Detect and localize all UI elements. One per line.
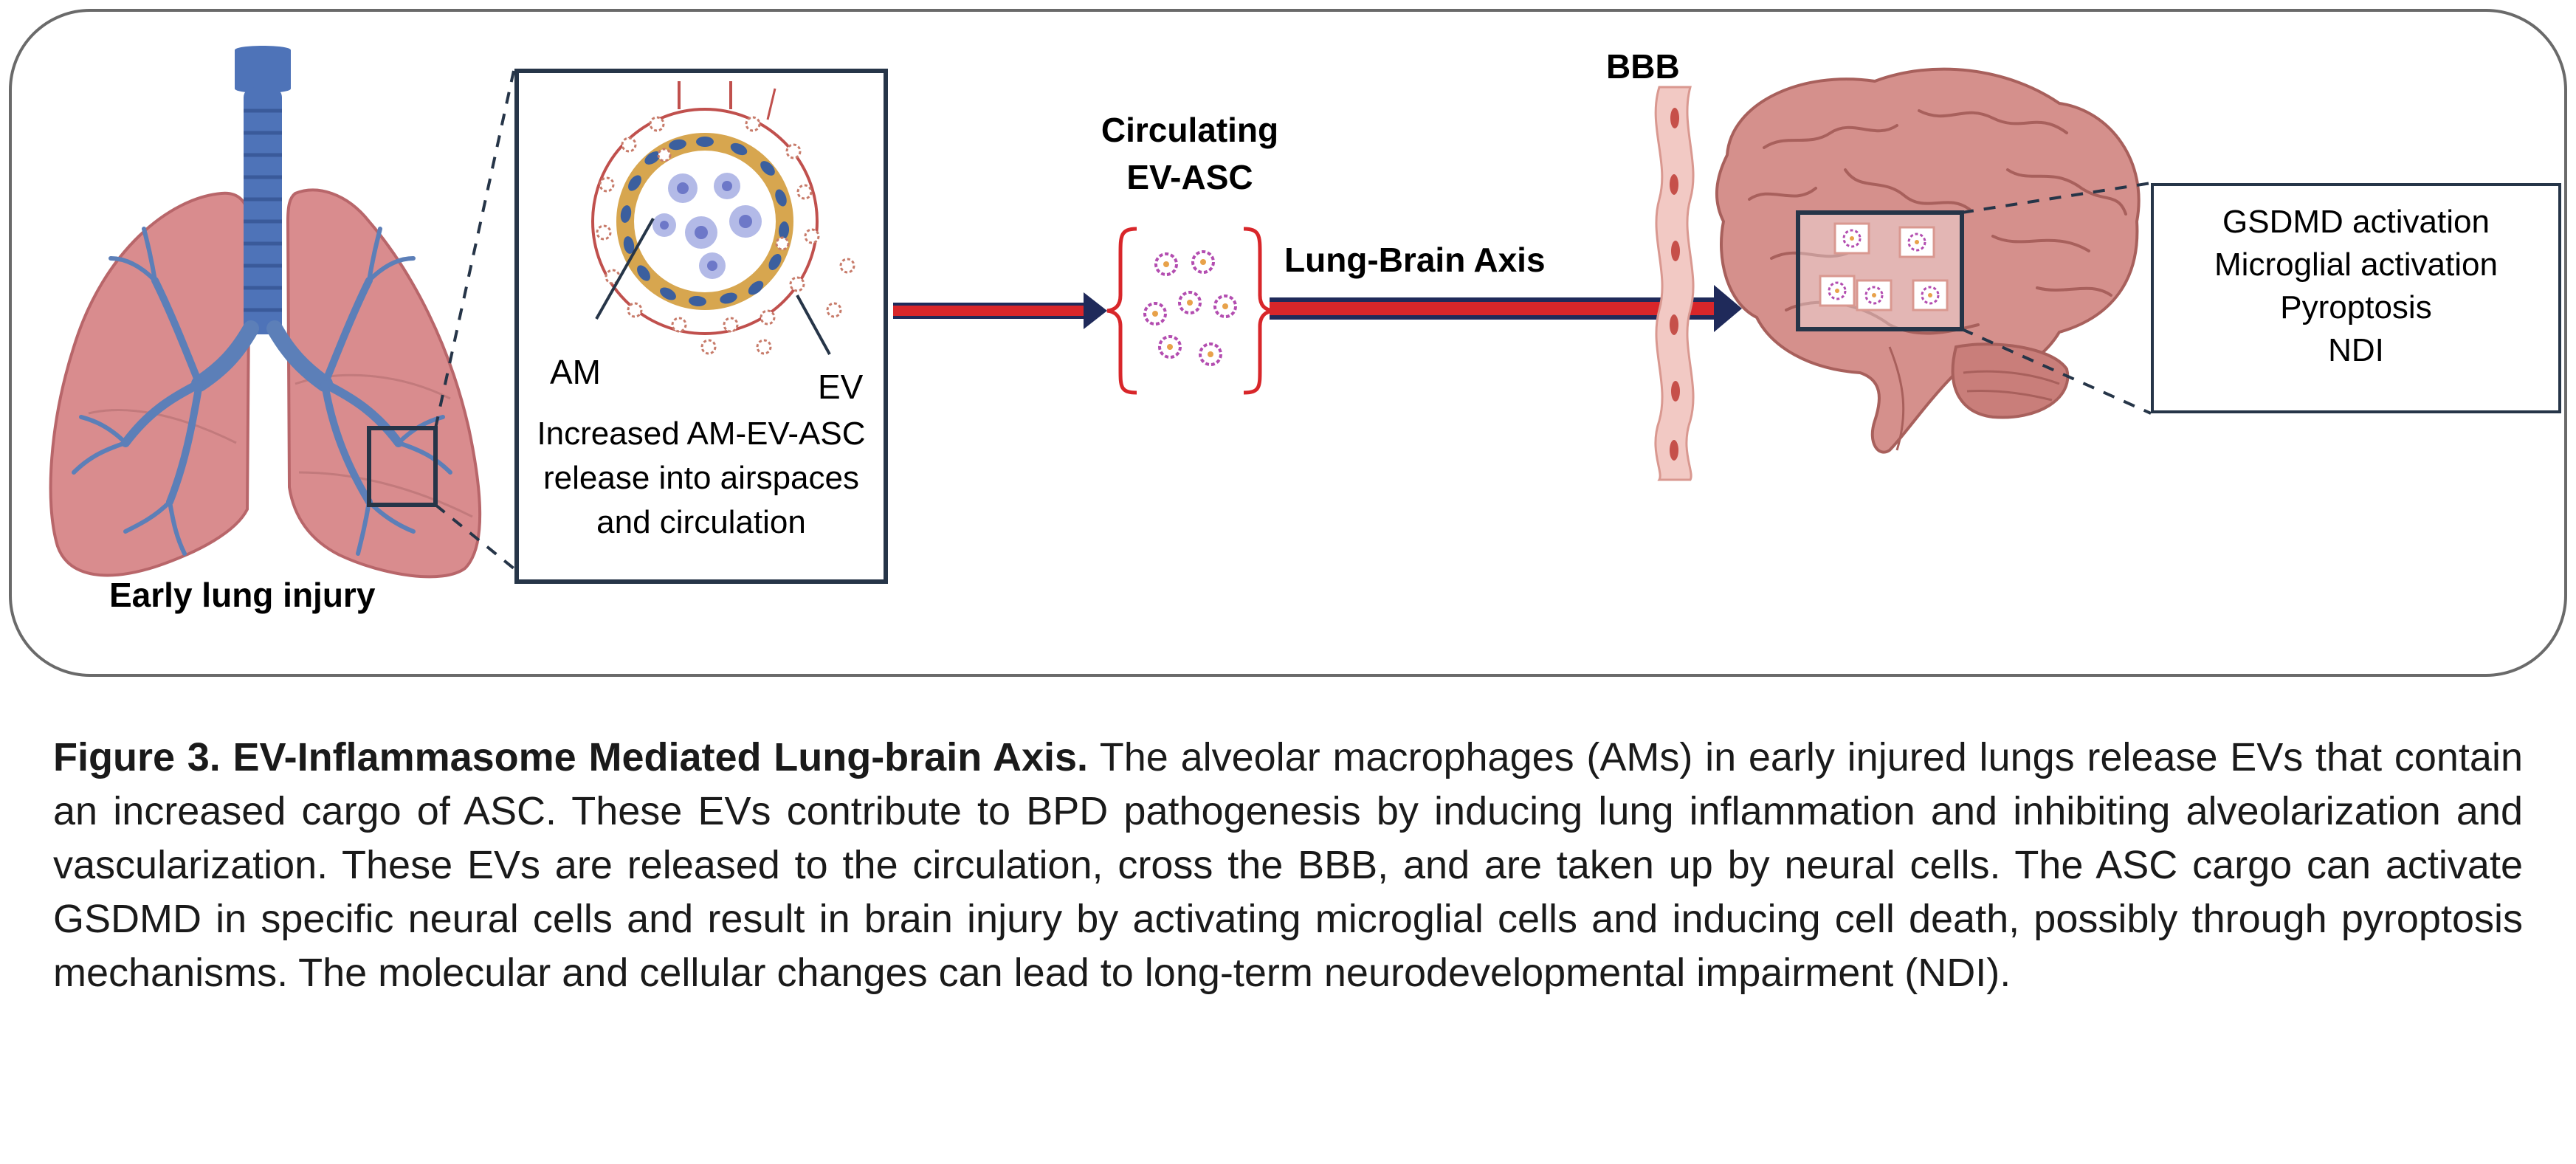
- diagram-canvas: AM EV: [49, 46, 2152, 614]
- outcome-microglial: Microglial activation: [2214, 247, 2498, 283]
- outcomes-box: GSDMD activation Microglial activation P…: [2151, 183, 2561, 413]
- bbb-wall: [1654, 86, 1695, 481]
- bbb-label: BBB: [1606, 47, 1680, 86]
- outcome-ndi: NDI: [2328, 332, 2384, 368]
- early-lung-injury-label: Early lung injury: [109, 576, 376, 614]
- circulating-ev-bracket: [1106, 227, 1274, 395]
- brain-zoom-box: [1796, 182, 2152, 415]
- outcome-pyroptosis: Pyroptosis: [2280, 289, 2432, 326]
- figure-caption: Figure 3. EV-Inflammasome Mediated Lung-…: [53, 731, 2523, 1000]
- alveolus-inset: AM EV: [514, 69, 888, 584]
- lung-brain-axis-arrow: [1270, 285, 1742, 332]
- brain-illustration: [1715, 67, 2141, 454]
- inset-box: [514, 69, 888, 584]
- trachea: [235, 46, 291, 334]
- am-label: AM: [550, 353, 601, 391]
- bronchial-tree: [72, 227, 452, 556]
- ev-label: EV: [818, 368, 864, 406]
- caption-title: Figure 3. EV-Inflammasome Mediated Lung-…: [53, 735, 1089, 779]
- arrow-to-circulation: [893, 292, 1107, 329]
- circulating-label-line1: Circulating: [1101, 111, 1278, 149]
- zoom-line-top: [434, 70, 515, 429]
- lung-brain-axis-label: Lung-Brain Axis: [1284, 241, 1546, 279]
- lungs-illustration: [49, 46, 515, 579]
- zoom-line-bottom: [434, 503, 515, 570]
- inset-description: Increased AM-EV-ASC release into airspac…: [537, 416, 866, 540]
- circulating-label-line2: EV-ASC: [1126, 158, 1253, 196]
- lung-zoom-box: [367, 426, 438, 507]
- outcome-gsdmd: GSDMD activation: [2222, 204, 2490, 240]
- caption-body: The alveolar macrophages (AMs) in early …: [53, 735, 2523, 995]
